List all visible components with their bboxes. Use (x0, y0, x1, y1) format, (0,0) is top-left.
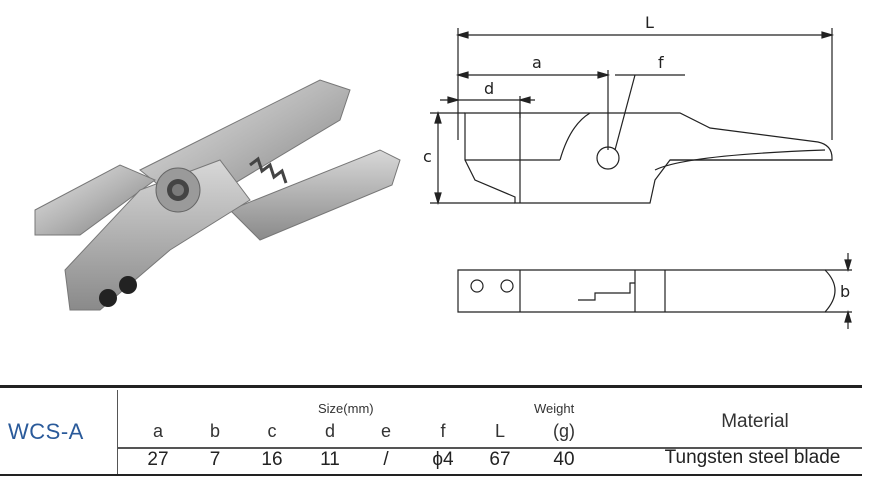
dim-label-c: c (423, 147, 432, 166)
header-b: b (209, 421, 220, 441)
value-c: 16 (261, 449, 283, 470)
header-d: d (324, 421, 335, 441)
header-weight-unit: (g) (553, 421, 575, 441)
value-f: ϕ4 (432, 449, 454, 470)
product-photo (34, 79, 401, 311)
table-bottom-rule (0, 474, 862, 476)
spec-table: WCS-A Size(mm) Weight a b c d e f L (g) … (0, 385, 881, 477)
value-a: 27 (147, 449, 169, 470)
table-top-rule (0, 385, 862, 388)
technical-drawing-side-view: b (457, 253, 852, 329)
header-e: e (380, 421, 391, 441)
dim-label-L: L (645, 13, 654, 32)
material-header: Material (721, 411, 789, 432)
header-a: a (152, 421, 163, 441)
value-L: 67 (489, 449, 511, 470)
value-b: 7 (209, 449, 221, 470)
table-divider (117, 390, 118, 474)
table-header-rule (118, 447, 862, 449)
dim-label-a: a (532, 53, 542, 72)
technical-drawing-top-view: L a f d c (423, 13, 835, 206)
dim-label-d: d (484, 79, 494, 98)
weight-title: Weight (534, 401, 575, 416)
value-d: 11 (320, 449, 340, 470)
dim-label-b: b (840, 282, 850, 301)
size-group-title: Size(mm) (318, 401, 374, 416)
dim-label-f: f (658, 53, 664, 72)
header-L: L (494, 421, 505, 441)
model-name: WCS-A (8, 419, 84, 444)
header-f: f (440, 421, 446, 441)
material-value: Tungsten steel blade (664, 447, 841, 468)
value-e: / (383, 449, 389, 470)
value-weight: 40 (553, 449, 575, 470)
header-c: c (267, 421, 277, 441)
